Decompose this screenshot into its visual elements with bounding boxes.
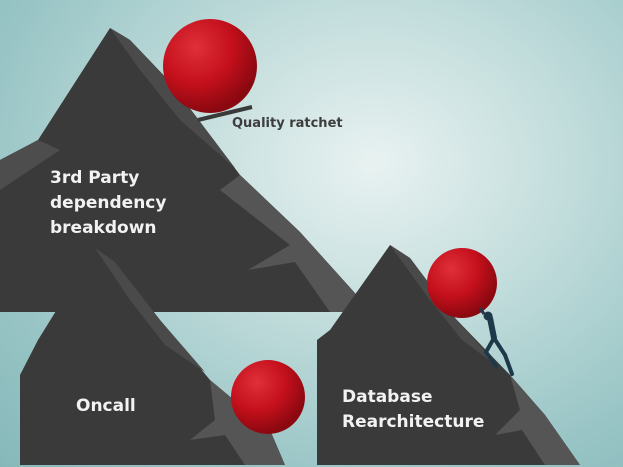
database-label-line-1: Database	[342, 387, 433, 407]
ratchet-stick	[197, 105, 253, 122]
quality-ratchet-label: Quality ratchet	[232, 116, 343, 131]
boulder-oncall	[231, 360, 305, 434]
boulder-top	[163, 19, 257, 113]
third-party-dependency-label: 3rd Party dependency breakdown	[50, 166, 200, 241]
main-label-line-2: dependency	[50, 193, 167, 213]
main-label-line-3: breakdown	[50, 218, 157, 238]
boulder-database	[427, 248, 497, 318]
main-label-line-1: 3rd Party	[50, 168, 140, 188]
main-mountain	[0, 28, 372, 312]
oncall-label: Oncall	[76, 396, 136, 416]
database-rearchitecture-label: Database Rearchitecture	[342, 385, 512, 435]
pushing-person-figure	[478, 307, 514, 376]
database-label-line-2: Rearchitecture	[342, 412, 485, 432]
oncall-mountain	[20, 248, 285, 465]
